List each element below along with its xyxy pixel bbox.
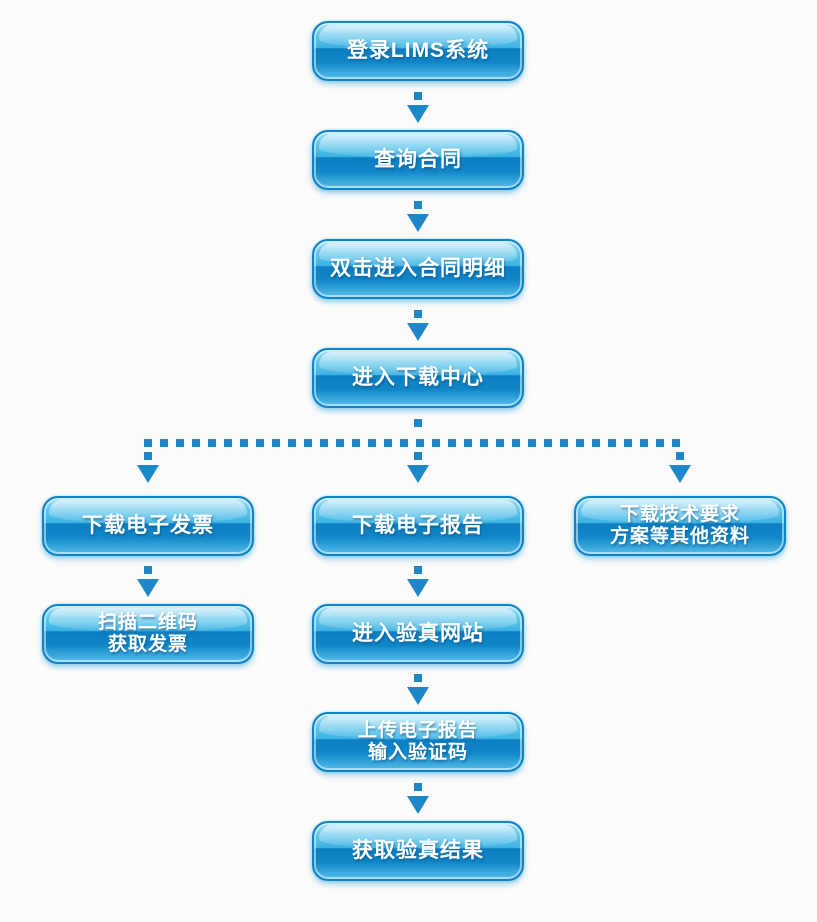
branch-dotted-line [144, 439, 684, 447]
flow-arrow-branch-center [407, 452, 429, 483]
dotted-line-dot [676, 452, 684, 460]
flow-arrow-report-to-verify [407, 566, 429, 597]
dotted-line-dot [144, 452, 152, 460]
dotted-line-dot [414, 310, 422, 318]
arrow-down-icon [407, 214, 429, 232]
flow-arrow-branch-right [669, 452, 691, 483]
dotted-line-dot [414, 201, 422, 209]
node-label: 扫描二维码 [97, 612, 198, 634]
node-upload-report: 上传电子报告 输入验证码 [312, 712, 524, 772]
flow-arrow-query-to-detail [407, 201, 429, 232]
arrow-down-icon [407, 687, 429, 705]
node-download-invoice: 下载电子发票 [42, 496, 254, 556]
node-download-report: 下载电子报告 [312, 496, 524, 556]
dotted-line-dot [414, 452, 422, 460]
node-label: 进入验真网站 [352, 621, 484, 645]
dotted-line-dot [414, 566, 422, 574]
node-label: 上传电子报告 [357, 720, 478, 742]
node-scan-qrcode: 扫描二维码 获取发票 [42, 604, 254, 664]
flow-arrow-invoice-to-qrcode [137, 566, 159, 597]
node-download-other-docs: 下载技术要求 方案等其他资料 [574, 496, 786, 556]
dotted-line-dot [414, 92, 422, 100]
flow-arrow-branch-left [137, 452, 159, 483]
node-login-lims: 登录LIMS系统 [312, 21, 524, 81]
node-verify-result: 获取验真结果 [312, 821, 524, 881]
flow-arrow-verify-to-upload [407, 674, 429, 705]
node-label: 查询合同 [374, 147, 462, 171]
node-label: 获取验真结果 [352, 838, 484, 862]
arrow-down-icon [137, 579, 159, 597]
arrow-down-icon [407, 796, 429, 814]
node-verify-website: 进入验真网站 [312, 604, 524, 664]
flow-arrow-login-to-query [407, 92, 429, 123]
arrow-down-icon [137, 465, 159, 483]
arrow-down-icon [407, 579, 429, 597]
node-label: 双击进入合同明细 [330, 256, 506, 280]
node-label: 获取发票 [107, 634, 188, 655]
dotted-line-dot [144, 566, 152, 574]
node-contract-detail: 双击进入合同明细 [312, 239, 524, 299]
node-label: 下载电子发票 [82, 513, 214, 537]
node-label: 方案等其他资料 [609, 526, 750, 547]
node-label: 进入下载中心 [352, 365, 484, 389]
node-label: 输入验证码 [367, 742, 468, 763]
node-label: 登录LIMS系统 [346, 38, 490, 62]
node-label: 下载电子报告 [352, 513, 484, 537]
arrow-down-icon [407, 105, 429, 123]
flow-arrow-upload-to-result [407, 783, 429, 814]
flow-arrow-detail-to-center [407, 310, 429, 341]
node-label: 下载技术要求 [619, 504, 740, 526]
dotted-line-dot [414, 783, 422, 791]
node-query-contract: 查询合同 [312, 130, 524, 190]
arrow-down-icon [407, 323, 429, 341]
arrow-down-icon [669, 465, 691, 483]
arrow-down-icon [407, 465, 429, 483]
dotted-line-dot [414, 674, 422, 682]
dotted-line-dot [414, 419, 422, 427]
node-download-center: 进入下载中心 [312, 348, 524, 408]
